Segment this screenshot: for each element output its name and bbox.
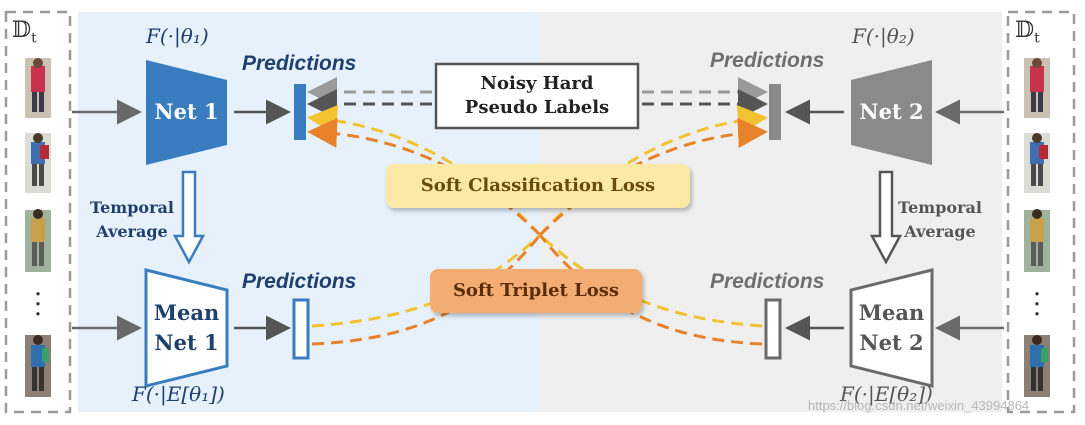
- dataset-label-right: 𝔻t: [1015, 18, 1040, 47]
- mean-net1-function-label: F(·|E[θ₁]): [132, 382, 225, 406]
- net2-function-label: F(·|θ₂): [852, 24, 915, 48]
- more-images-ellipsis-right: ···: [1032, 280, 1042, 330]
- net2-predictions-label: Predictions: [710, 49, 825, 72]
- temporal-average-arrow-right: [869, 170, 903, 265]
- net2-block: [851, 60, 932, 165]
- temporal-average-arrow-left: [172, 170, 206, 265]
- soft-triplet-loss-box: [430, 269, 642, 313]
- mean-net2-predictions-label: Predictions: [710, 270, 825, 293]
- mean-net1-predictions-label: Predictions: [242, 270, 357, 293]
- net2-prediction-bar: [769, 84, 781, 140]
- net1-block: [146, 60, 227, 165]
- mean-net2-block: [849, 268, 934, 388]
- person-image-thumbnails-left: [25, 58, 51, 397]
- soft-triplet-curve-yellow-right: [538, 233, 763, 328]
- mean-net2-function-label: F(·|E[θ₂]): [840, 382, 933, 406]
- soft-triplet-curve-orange-right: [538, 234, 763, 346]
- mean-net1-prediction-bar: [292, 298, 310, 360]
- soft-triplet-loss-text: Soft Triplet Loss: [452, 280, 620, 301]
- soft-cls-curve-orange-left: [307, 117, 542, 237]
- net1-predictions-label: Predictions: [242, 52, 357, 75]
- net2-label: Net 2: [859, 99, 924, 124]
- person-image-thumbnails-right: [1024, 58, 1050, 397]
- watermark: https://blog.csdn.net/weixin_43994864: [808, 398, 1030, 413]
- dataset-label-left: 𝔻t: [12, 18, 37, 47]
- soft-classification-loss-text: Soft Classification Loss: [420, 175, 656, 196]
- net1-function-label: F(·|θ₁): [146, 24, 209, 48]
- noisy-labels-box: [434, 62, 640, 130]
- dataset-column-right: [1006, 10, 1076, 414]
- mean-net1-block: [144, 268, 229, 388]
- net1-label: Net 1: [154, 99, 219, 124]
- soft-cls-curve-orange-right: [538, 118, 768, 237]
- mean-net2-prediction-bar: [764, 298, 782, 360]
- soft-cls-curve-yellow-left: [307, 104, 542, 237]
- more-images-ellipsis-left: ···: [33, 280, 43, 330]
- soft-classification-loss-box: [386, 164, 690, 208]
- dataset-column-left: [4, 10, 72, 414]
- net1-prediction-bar: [294, 84, 306, 140]
